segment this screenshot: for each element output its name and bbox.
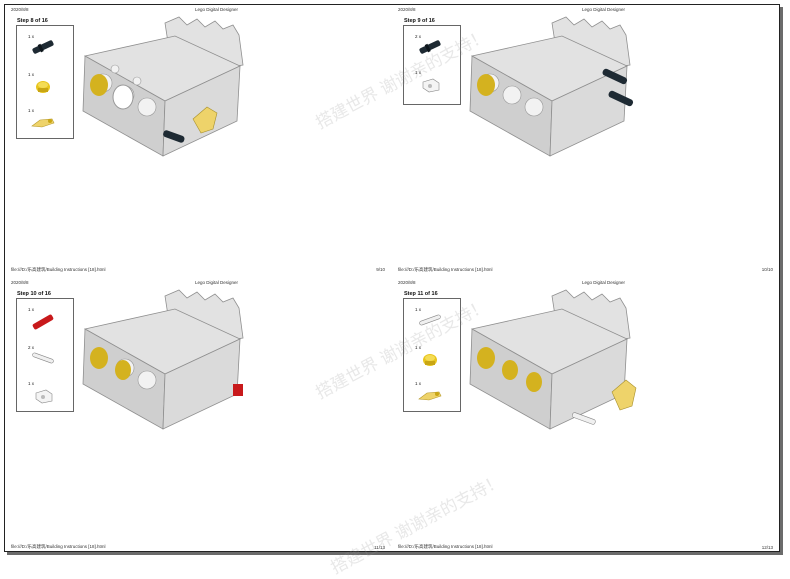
part-item: 2 x xyxy=(409,34,453,64)
part-item: 1 x xyxy=(409,345,453,375)
footer-file-mid-left: file:///D:/乐高建筑/Building Instructions [1… xyxy=(11,267,106,272)
part-item: 1 x xyxy=(22,307,66,337)
header-title: Lego Digital Designer xyxy=(582,7,626,12)
step-label: Step 11 of 16 xyxy=(404,291,438,297)
footer-page-mid-left: 9/10 xyxy=(376,267,385,272)
instruction-page-3: 2020/8/8 Lego Digital Designer Step 10 o… xyxy=(5,278,392,551)
part-quantity: 1 x xyxy=(415,381,422,386)
footer-file-mid-right: file:///D:/乐高建筑/Building Instructions [1… xyxy=(398,267,493,272)
yellow-connector-icon xyxy=(418,391,442,401)
white-axle-pin-icon xyxy=(419,314,441,326)
red-axle-icon xyxy=(32,314,54,330)
part-quantity: 2 x xyxy=(415,34,422,39)
parts-list: 1 x 1 x 1 x xyxy=(16,25,74,139)
header-date: 2020/8/8 xyxy=(11,280,29,285)
instruction-page-2: 2020/8/8 Lego Digital Designer Step 9 of… xyxy=(392,5,779,278)
part-quantity: 2 x xyxy=(28,345,35,350)
footer-page-left: 11/13 xyxy=(374,545,385,550)
white-connector-block-icon xyxy=(35,389,53,404)
parts-list: 1 x 2 x 1 x xyxy=(16,298,74,412)
footer-file-left: file:///D:/乐高建筑/Building Instructions [1… xyxy=(11,544,106,549)
part-item: 1 x xyxy=(22,72,66,102)
instruction-page-4: 2020/8/8 Lego Digital Designer Step 11 o… xyxy=(392,278,779,551)
part-quantity: 1 x xyxy=(28,34,35,39)
part-item: 1 x xyxy=(22,108,66,138)
yellow-connector-icon xyxy=(31,118,55,128)
parts-list: 2 x 1 x xyxy=(403,25,461,105)
engine-model-step-10 xyxy=(82,289,244,430)
header-date: 2020/8/8 xyxy=(11,7,29,12)
step-label: Step 8 of 16 xyxy=(17,18,48,24)
part-item: 1 x xyxy=(409,70,453,100)
part-item: 1 x xyxy=(409,307,453,337)
part-item: 1 x xyxy=(22,34,66,64)
black-axle-pin-icon xyxy=(32,40,54,54)
white-axle-pin-icon xyxy=(32,352,54,364)
part-quantity: 1 x xyxy=(415,307,422,312)
engine-model-step-8 xyxy=(82,16,244,157)
header-date: 2020/8/8 xyxy=(398,280,416,285)
instruction-page-1: 2020/8/8 Lego Digital Designer Step 8 of… xyxy=(5,5,392,278)
footer-page-mid-right: 10/10 xyxy=(761,267,773,272)
part-item: 1 x xyxy=(22,381,66,411)
instruction-sheet: 2020/8/8 Lego Digital Designer Step 8 of… xyxy=(4,4,780,578)
part-item: 1 x xyxy=(409,381,453,411)
part-quantity: 1 x xyxy=(28,72,35,77)
header-title: Lego Digital Designer xyxy=(195,7,239,12)
part-quantity: 1 x xyxy=(28,381,35,386)
white-connector-block-icon xyxy=(422,78,440,93)
engine-model-step-9 xyxy=(469,16,634,157)
part-quantity: 1 x xyxy=(415,70,422,75)
footer-file-right: file:///D:/乐高建筑/Building Instructions [1… xyxy=(398,544,493,549)
header-date: 2020/8/8 xyxy=(398,7,416,12)
part-quantity: 1 x xyxy=(415,345,422,350)
step-label: Step 10 of 16 xyxy=(17,291,51,297)
part-quantity: 1 x xyxy=(28,307,35,312)
yellow-bush-icon xyxy=(36,81,50,93)
part-item: 2 x xyxy=(22,345,66,375)
step-label: Step 9 of 16 xyxy=(404,18,435,24)
yellow-bush-icon xyxy=(423,354,437,366)
header-title: Lego Digital Designer xyxy=(582,280,626,285)
black-axle-pin-icon xyxy=(419,40,441,54)
header-title: Lego Digital Designer xyxy=(195,280,239,285)
parts-list: 1 x 1 x 1 x xyxy=(403,298,461,412)
footer-page-right: 12/13 xyxy=(761,545,773,550)
part-quantity: 1 x xyxy=(28,108,35,113)
engine-model-step-11 xyxy=(469,289,637,430)
